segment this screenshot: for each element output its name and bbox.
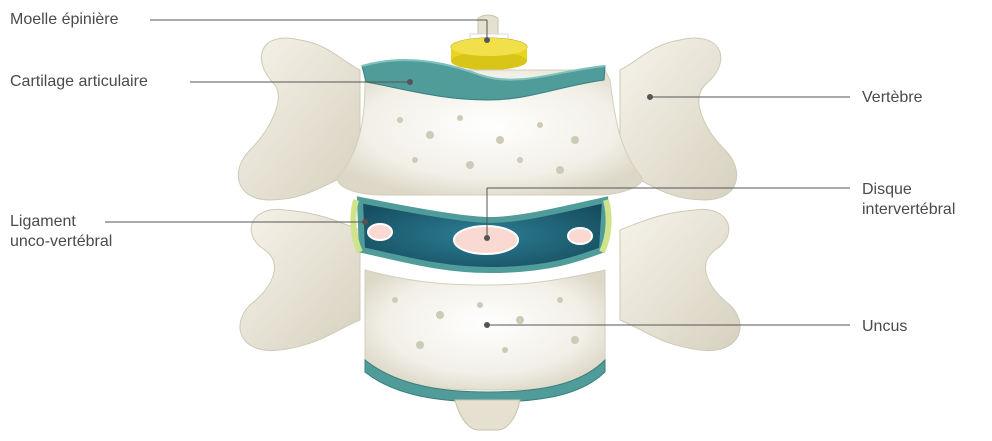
label-ligament-unco-vertebral: Ligament unco-vertébral bbox=[10, 212, 112, 252]
label-uncus: Uncus bbox=[862, 317, 907, 337]
label-ligament-line1: Ligament bbox=[10, 212, 112, 232]
lower-vertebral-body bbox=[365, 270, 605, 430]
label-disque-line2: intervertébral bbox=[862, 200, 955, 220]
right-processes bbox=[620, 38, 740, 351]
label-ligament-line2: unco-vertébral bbox=[10, 232, 112, 252]
label-disque-line1: Disque bbox=[862, 180, 955, 200]
intervertebral-disc bbox=[360, 200, 605, 270]
label-moelle-epiniere: Moelle épinière bbox=[10, 10, 119, 30]
spinal-cord bbox=[451, 15, 527, 74]
left-processes bbox=[238, 38, 360, 351]
label-cartilage-articulaire: Cartilage articulaire bbox=[10, 72, 148, 92]
label-vertebre: Vertèbre bbox=[862, 88, 922, 108]
label-disque-intervertebral: Disque intervertébral bbox=[862, 180, 955, 220]
